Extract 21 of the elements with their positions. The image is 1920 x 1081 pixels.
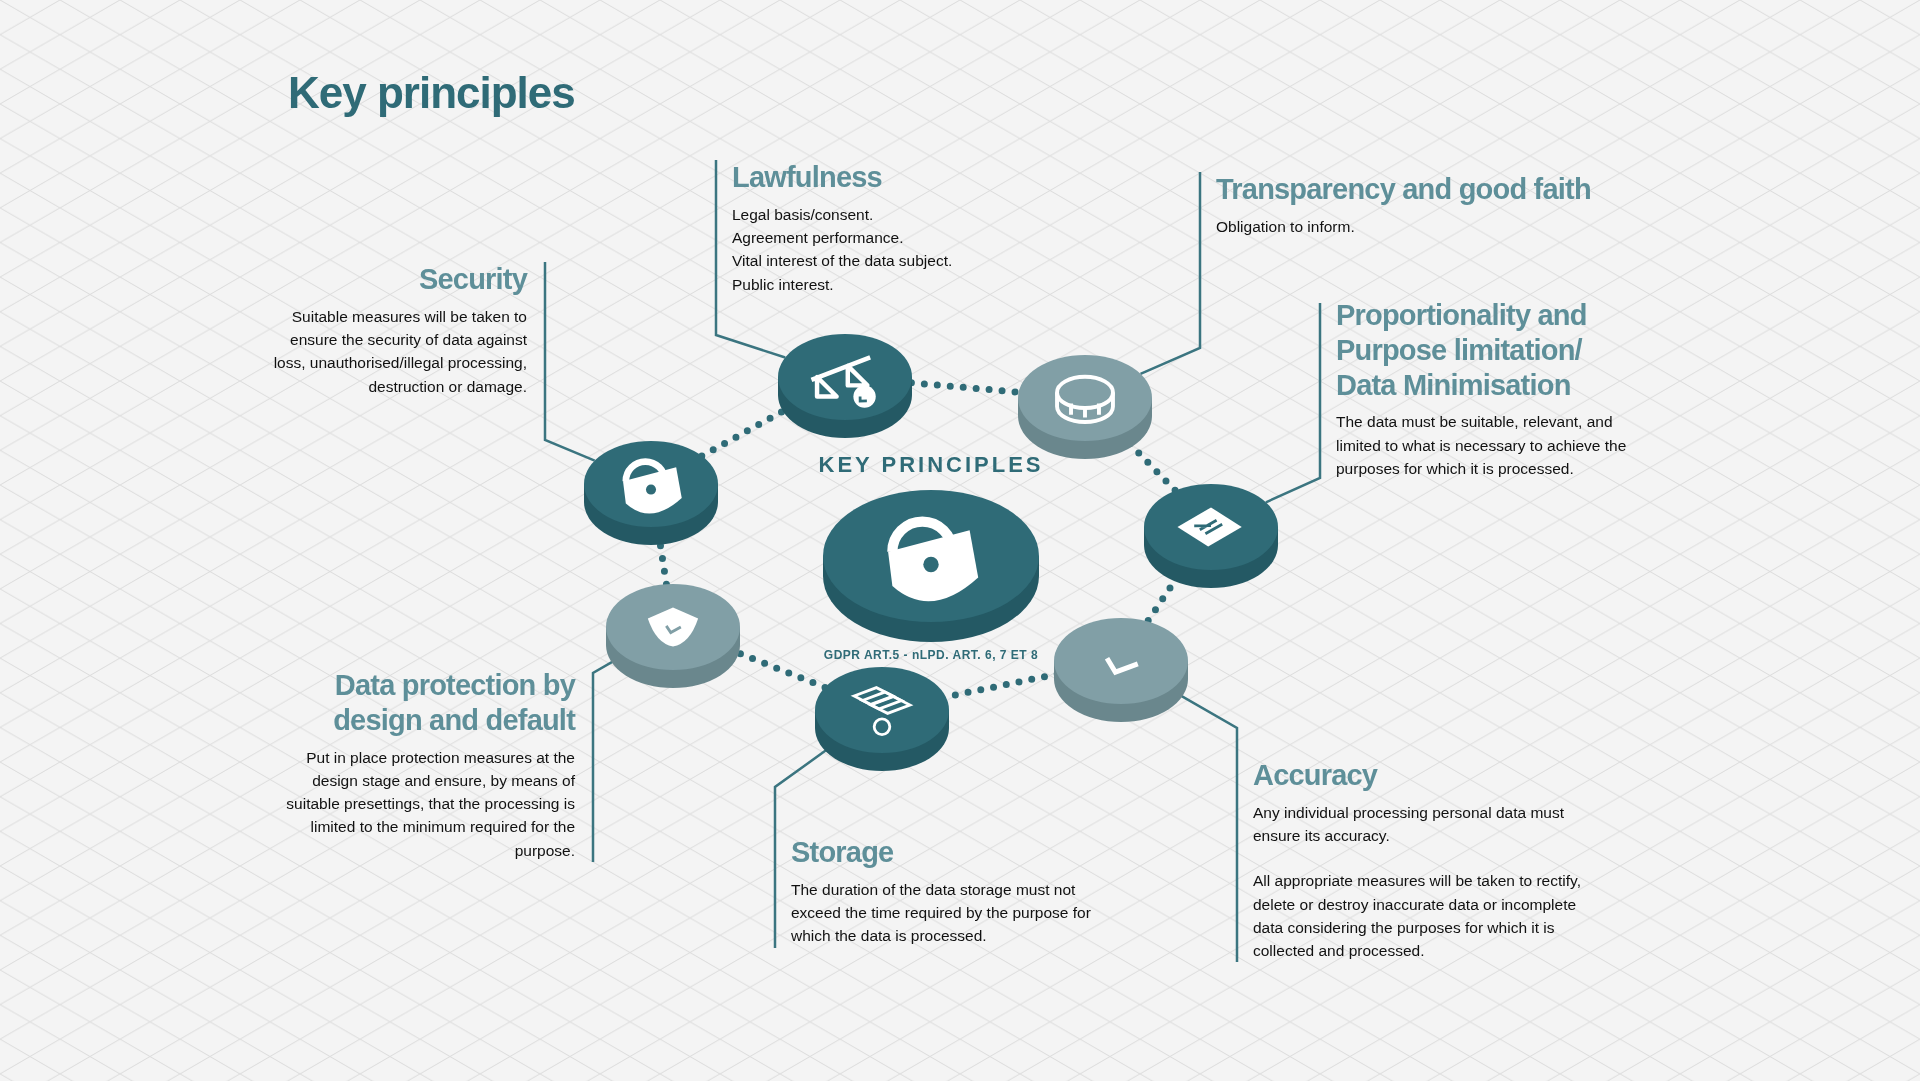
principle-heading: Security (417, 262, 527, 297)
title: Key principles (288, 68, 575, 118)
principle-heading: Proportionality and Purpose limitation/ Data Minimisation (1336, 298, 1588, 403)
disc-subtitle: GDPR ART.5 - nLPD. ART. 6, 7 ET 8 (823, 648, 1039, 662)
disc-title: KEY PRINCIPLES (818, 452, 1044, 478)
principle-heading: Storage (791, 835, 895, 870)
principle-heading: Data protection by design and default (332, 668, 575, 738)
principle-description: The data must be suitable, relevant, and limited to what is necessary to achieve the purposes for which it is processed. (1336, 412, 1628, 479)
principle-description: Any individual processing personal data must ensure its accuracy. (1253, 802, 1566, 847)
principle-description: Put in place protection measures at the design stage and ensure, by means of suitable presettings, that the processing is limited to the minimum required for the purpose. (285, 747, 575, 861)
principle-heading: Lawfulness (732, 160, 883, 195)
principle-description: All appropriate measures will be taken to rectify, delete or destroy inaccurate data or incomplete data considering the purposes for which it is collected and processed. (1253, 871, 1582, 962)
principle-description: Vital interest of the data subject. (732, 251, 954, 272)
principle-heading: Transparency and good faith (1216, 172, 1592, 207)
principle-description: Obligation to inform. (1216, 216, 1356, 237)
principle-description: Agreement performance. (732, 228, 905, 249)
principle-description: Suitable measures will be taken to ensure the security of data against loss, unauthorised/illegal processing, destruction or damage. (272, 306, 527, 397)
principle-description: Public interest. (732, 274, 835, 295)
principle-heading: Accuracy (1253, 758, 1379, 793)
principle-description: The duration of the data storage must not exceed the time required by the purpose for which the data is processed. (791, 879, 1092, 947)
principle-description: Legal basis/consent. (732, 204, 875, 225)
